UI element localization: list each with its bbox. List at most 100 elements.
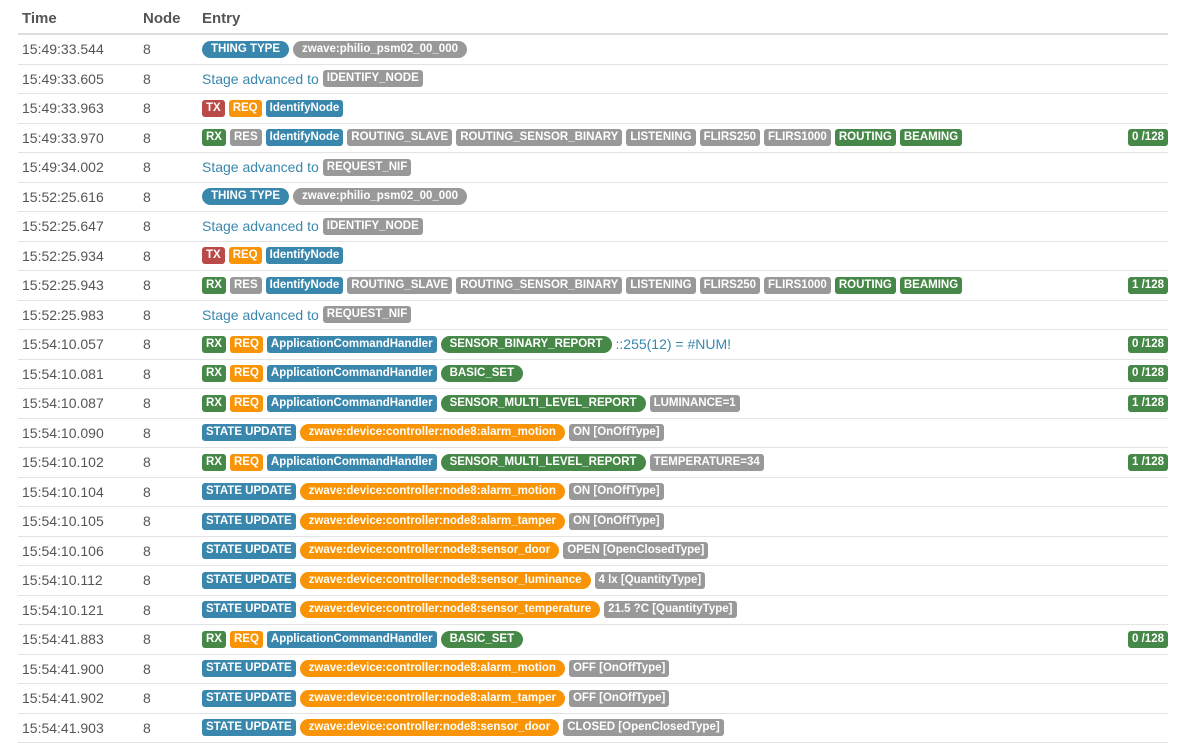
entry-badge: zwave:device:controller:node8:sensor_doo… — [300, 542, 560, 559]
entry-badge: STATE UPDATE — [202, 513, 296, 530]
time-cell: 15:54:10.121 — [18, 602, 143, 618]
entry-column-header: Entry — [202, 10, 1168, 27]
time-cell: 15:52:25.616 — [18, 189, 143, 205]
node-cell: 8 — [143, 425, 202, 441]
entry-badge: REQUEST_NIF — [323, 159, 412, 176]
entry-badge: RES — [230, 129, 262, 146]
node-cell: 8 — [143, 218, 202, 234]
entry-badge: 4 lx [QuantityType] — [595, 572, 706, 589]
time-cell: 15:52:25.943 — [18, 277, 143, 293]
entry-badge: ROUTING_SENSOR_BINARY — [456, 277, 622, 294]
node-cell: 8 — [143, 395, 202, 411]
entry-badge: RX — [202, 454, 226, 471]
entry-text: Stage advanced to — [202, 71, 319, 87]
entry-badge: ApplicationCommandHandler — [267, 454, 437, 471]
node-cell: 8 — [143, 690, 202, 706]
entry-badge: ApplicationCommandHandler — [267, 365, 437, 382]
entry-badge: ROUTING_SENSOR_BINARY — [456, 129, 622, 146]
entry-badge: TX — [202, 247, 225, 264]
entry-badge: STATE UPDATE — [202, 483, 296, 500]
entry-badge: STATE UPDATE — [202, 572, 296, 589]
entry-badge: FLIRS250 — [700, 277, 760, 294]
count-badge: 1 /128 — [1128, 454, 1168, 471]
entry-badge: ROUTING_SLAVE — [347, 277, 452, 294]
entry-badge: RX — [202, 365, 226, 382]
time-cell: 15:54:10.057 — [18, 336, 143, 352]
entry-badge: REQ — [230, 395, 263, 412]
entry-badge: BEAMING — [900, 129, 962, 146]
entry-text: Stage advanced to — [202, 159, 319, 175]
entry-badge: OFF [OnOffType] — [569, 660, 669, 677]
count-badge: 1 /128 — [1128, 277, 1168, 294]
time-cell: 15:54:10.106 — [18, 543, 143, 559]
node-cell: 8 — [143, 336, 202, 352]
count-cell: 0 /128 — [1120, 129, 1168, 146]
node-cell: 8 — [143, 159, 202, 175]
entry-badge: RX — [202, 631, 226, 648]
node-cell: 8 — [143, 543, 202, 559]
entry-badge: STATE UPDATE — [202, 424, 296, 441]
entry-badge: RX — [202, 129, 226, 146]
time-cell: 15:54:10.105 — [18, 513, 143, 529]
entry-badge: RX — [202, 277, 226, 294]
entry-badge: BASIC_SET — [441, 631, 524, 648]
entry-badge: REQ — [229, 100, 262, 117]
entry-badge: IdentifyNode — [266, 100, 344, 117]
node-cell: 8 — [143, 720, 202, 736]
entry-badge: ON [OnOffType] — [569, 513, 664, 530]
entry-badge: IDENTIFY_NODE — [323, 218, 423, 235]
time-cell: 15:54:10.087 — [18, 395, 143, 411]
node-cell: 8 — [143, 513, 202, 529]
entry-badge: THING TYPE — [202, 188, 289, 205]
entry-badge: zwave:philio_psm02_00_000 — [293, 41, 467, 58]
entry-badge: ApplicationCommandHandler — [267, 631, 437, 648]
time-cell: 15:54:41.900 — [18, 661, 143, 677]
entry-badge: IdentifyNode — [266, 277, 344, 294]
time-cell: 15:49:33.970 — [18, 130, 143, 146]
count-badge: 1 /128 — [1128, 395, 1168, 412]
node-cell: 8 — [143, 41, 202, 57]
entry-badge: IDENTIFY_NODE — [323, 70, 423, 87]
entry-badge: THING TYPE — [202, 41, 289, 58]
count-badge: 0 /128 — [1128, 631, 1168, 648]
entry-badge: FLIRS1000 — [764, 277, 831, 294]
count-cell: 1 /128 — [1120, 395, 1168, 412]
count-cell: 0 /128 — [1120, 336, 1168, 353]
